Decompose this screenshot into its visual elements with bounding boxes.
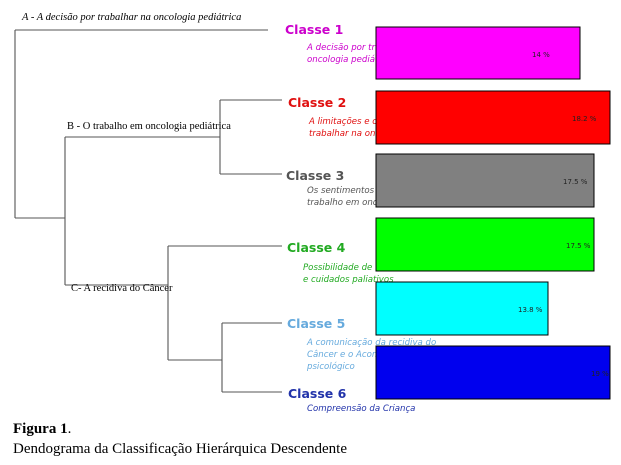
- class-1: Classe 1 A decisão por trabalhar na oncol…: [285, 22, 581, 80]
- class-1-pct: 14 %: [532, 51, 550, 59]
- class-2: Classe 2 A limitações e os desafios de s…: [288, 90, 611, 145]
- branch-label-c: C- A recidiva do Câncer: [71, 283, 173, 294]
- class-4-pct: 17.5 %: [566, 242, 591, 250]
- class-5-bar: [375, 281, 549, 336]
- class-4: Classe 4 Possibilidade de cura, tratamen…: [287, 217, 595, 285]
- class-6-pct: 19 %: [591, 370, 609, 378]
- class-1-desc-line-1: A decisão por trabalhar na: [306, 43, 421, 53]
- figure-caption-subtitle: Dendograma da Classificação Hierárquica …: [13, 441, 348, 457]
- figure-caption-title: Figura 1.: [13, 421, 71, 438]
- figure-label: Figura 1: [13, 421, 68, 437]
- branch-label-b: B - O trabalho em oncologia pediátrica: [67, 121, 231, 132]
- class-6-desc-line-1: Compreensão da Criança: [307, 404, 415, 414]
- class-2-pct: 18.2 %: [572, 115, 597, 123]
- class-1-desc-line-2: oncologia pediátrica: [307, 55, 394, 65]
- class-3-pct: 17.5 %: [563, 178, 588, 186]
- class-5-desc-line-2: Câncer e o Acompanhamento: [307, 350, 435, 360]
- branch-label-a: A - A decisão por trabalhar na oncologia…: [21, 12, 241, 23]
- class-2-bar: [375, 90, 611, 145]
- class-5-title: Classe 5: [287, 316, 345, 331]
- class-6-title: Classe 6: [288, 386, 347, 401]
- class-5: Classe 5 A comunicação da recidiva do Cân…: [287, 281, 549, 372]
- class-4-bar: [375, 217, 595, 272]
- class-1-desc: A decisão por trabalhar na oncologia pedi…: [306, 43, 421, 65]
- tree-lines: [14, 29, 282, 393]
- class-5-desc-line-3: psicológico: [306, 361, 355, 372]
- class-6-desc: Compreensão da Criança: [307, 404, 415, 414]
- class-3-title: Classe 3: [286, 168, 344, 183]
- class-5-desc: A comunicação da recidiva do Câncer e o A…: [306, 338, 436, 372]
- class-2-title: Classe 2: [288, 95, 346, 110]
- class-6: Classe 6 Compreensão da Criança 19 %: [288, 345, 611, 414]
- class-4-title: Classe 4: [287, 240, 346, 255]
- class-5-desc-line-1: A comunicação da recidiva do: [306, 338, 436, 348]
- figure-label-suffix: .: [67, 421, 72, 437]
- class-3-bar: [375, 153, 595, 208]
- class-5-pct: 13.8 %: [518, 306, 543, 314]
- class-1-bar: [375, 26, 581, 80]
- class-4-desc-line-2: e cuidados paliativos: [303, 275, 394, 285]
- class-6-bar: [375, 345, 611, 400]
- class-1-title: Classe 1: [285, 22, 343, 37]
- class-3-desc-line-1: Os sentimentos associados ao: [307, 186, 437, 196]
